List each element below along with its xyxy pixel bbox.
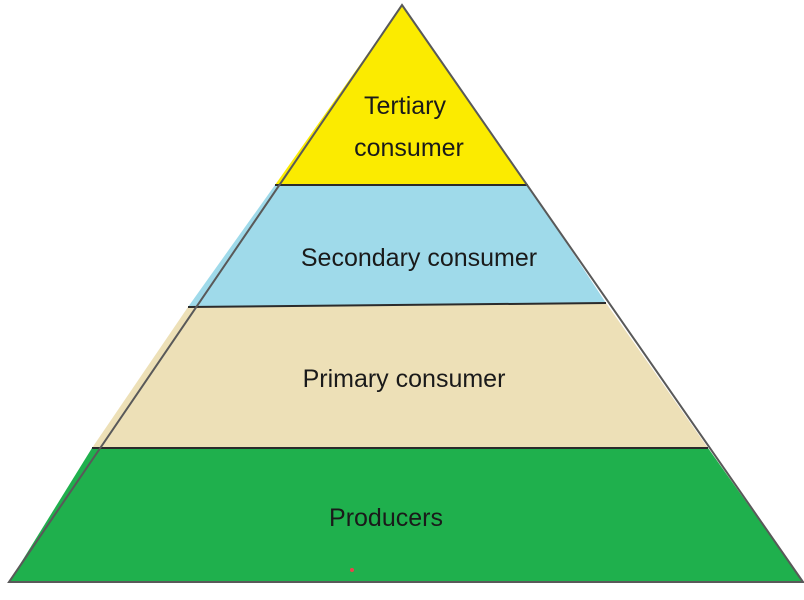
pyramid-level-primary: Primary consumer (92, 303, 708, 448)
secondary-consumer-band (188, 185, 606, 307)
pyramid-level-tertiary: Tertiary consumer (275, 5, 528, 185)
tertiary-consumer-label-line-2: consumer (354, 134, 464, 162)
primary-consumer-label: Primary consumer (303, 365, 506, 393)
tertiary-consumer-label-line-1: Tertiary (364, 92, 446, 120)
pyramid-outline (7, 3, 804, 583)
pyramid-level-secondary: Secondary consumer (188, 185, 606, 307)
primary-consumer-band (92, 303, 708, 448)
producers-label: Producers (329, 504, 443, 532)
pyramid-level-producers: Producers (9, 448, 803, 582)
tertiary-consumer-band (275, 5, 528, 185)
divider-line-2 (187, 302, 607, 308)
producers-band (9, 448, 803, 582)
small-marker-dot (350, 568, 354, 572)
secondary-consumer-label: Secondary consumer (301, 244, 537, 272)
